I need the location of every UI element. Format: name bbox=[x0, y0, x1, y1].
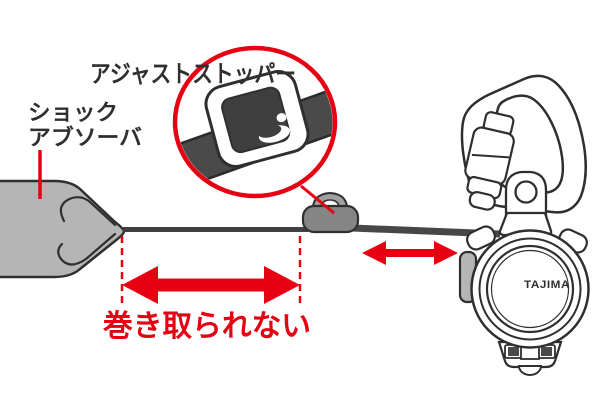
magnifier-pointer-line bbox=[300, 184, 335, 215]
range-arrow-large bbox=[122, 266, 300, 304]
retractable-reel-illustration: TAJIMA bbox=[458, 211, 590, 376]
shock-absorber-fold-lines bbox=[57, 196, 117, 266]
reel-ear-tab-left bbox=[466, 225, 496, 251]
range-arrow-small bbox=[362, 241, 458, 265]
magnifier-callout bbox=[172, 45, 338, 215]
adjust-stopper-label: アジャストストッパー bbox=[90, 61, 296, 88]
not-rewound-label: 巻き取られない bbox=[102, 310, 311, 343]
adjust-stopper-buckle bbox=[204, 70, 310, 168]
shock-absorber-pouch bbox=[0, 179, 126, 279]
shock-absorber-label-line1: ショック bbox=[28, 100, 118, 125]
reel-face bbox=[485, 244, 575, 334]
shock-absorber-illustration bbox=[0, 150, 126, 279]
reel-face-inner-line bbox=[490, 249, 570, 329]
stopper-base bbox=[301, 204, 360, 234]
carabiner-illustration bbox=[460, 74, 587, 218]
carabiner-screw-lock bbox=[464, 111, 515, 211]
reel-belt-clip bbox=[497, 340, 563, 376]
adjust-stopper-on-strap bbox=[301, 191, 360, 234]
shock-absorber-label-line2: アブソーバ bbox=[28, 125, 142, 150]
swivel-eye bbox=[504, 170, 548, 218]
tajima-logo: TAJIMA bbox=[524, 279, 570, 291]
